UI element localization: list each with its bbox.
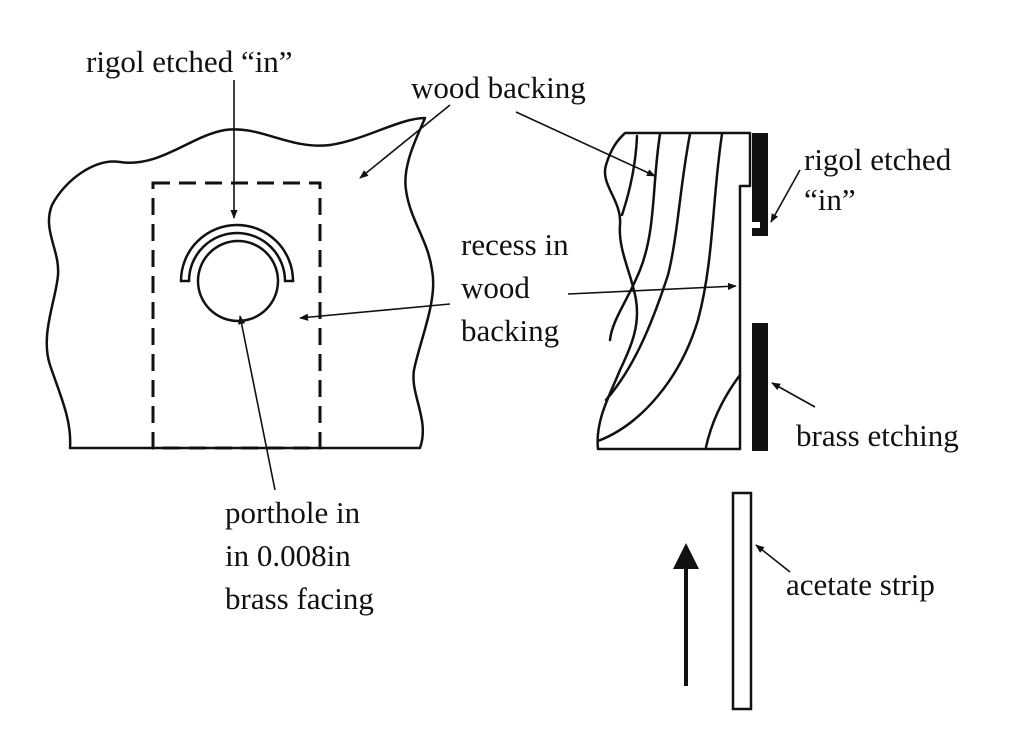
label-acetate-strip: acetate strip (786, 567, 935, 602)
leader-wood-backing-right (515, 111, 656, 177)
leader-recess-left (299, 303, 451, 321)
label-rigol-right-line-2: “in” (804, 182, 856, 217)
wood-backing-outline (45, 116, 435, 450)
wood-section-outline (596, 131, 752, 451)
leader-lines-left (230, 80, 451, 491)
section-view (596, 131, 768, 711)
front-view (45, 116, 435, 450)
label-rigol-right-line-1: rigol etched (804, 142, 952, 177)
wood-grain-5 (704, 373, 742, 449)
leader-recess-right (567, 282, 737, 295)
brass-etching-strip (752, 323, 768, 451)
leader-acetate-strip (755, 544, 791, 573)
wood-grain-1 (620, 134, 639, 217)
label-porthole-line-1: porthole in (225, 495, 361, 530)
label-wood-backing: wood backing (411, 70, 586, 105)
label-recess-line-1: recess in (461, 227, 569, 262)
wood-grain-3 (604, 132, 692, 402)
rigol-step-piece (752, 133, 768, 236)
label-brass-etching: brass etching (796, 418, 959, 453)
wood-grain-4 (596, 132, 724, 443)
leader-lines-right (515, 111, 816, 573)
leader-brass-etching (771, 382, 816, 408)
label-rigol-left: rigol etched “in” (86, 44, 293, 79)
acetate-strip-rect (731, 491, 753, 711)
label-porthole-line-3: brass facing (225, 581, 374, 616)
recess-dashed-outline (151, 181, 322, 450)
rigol-arc-outer (179, 223, 295, 283)
label-recess-line-3: backing (461, 313, 559, 348)
label-recess-line-2: wood (461, 270, 530, 305)
leader-porthole (238, 315, 276, 491)
label-porthole-line-2: in 0.008in (225, 538, 351, 573)
leader-rigol-right (770, 169, 801, 223)
leader-wood-backing-left (359, 104, 451, 179)
porthole-circle (196, 239, 280, 323)
rigol-arc-inner (187, 231, 287, 283)
